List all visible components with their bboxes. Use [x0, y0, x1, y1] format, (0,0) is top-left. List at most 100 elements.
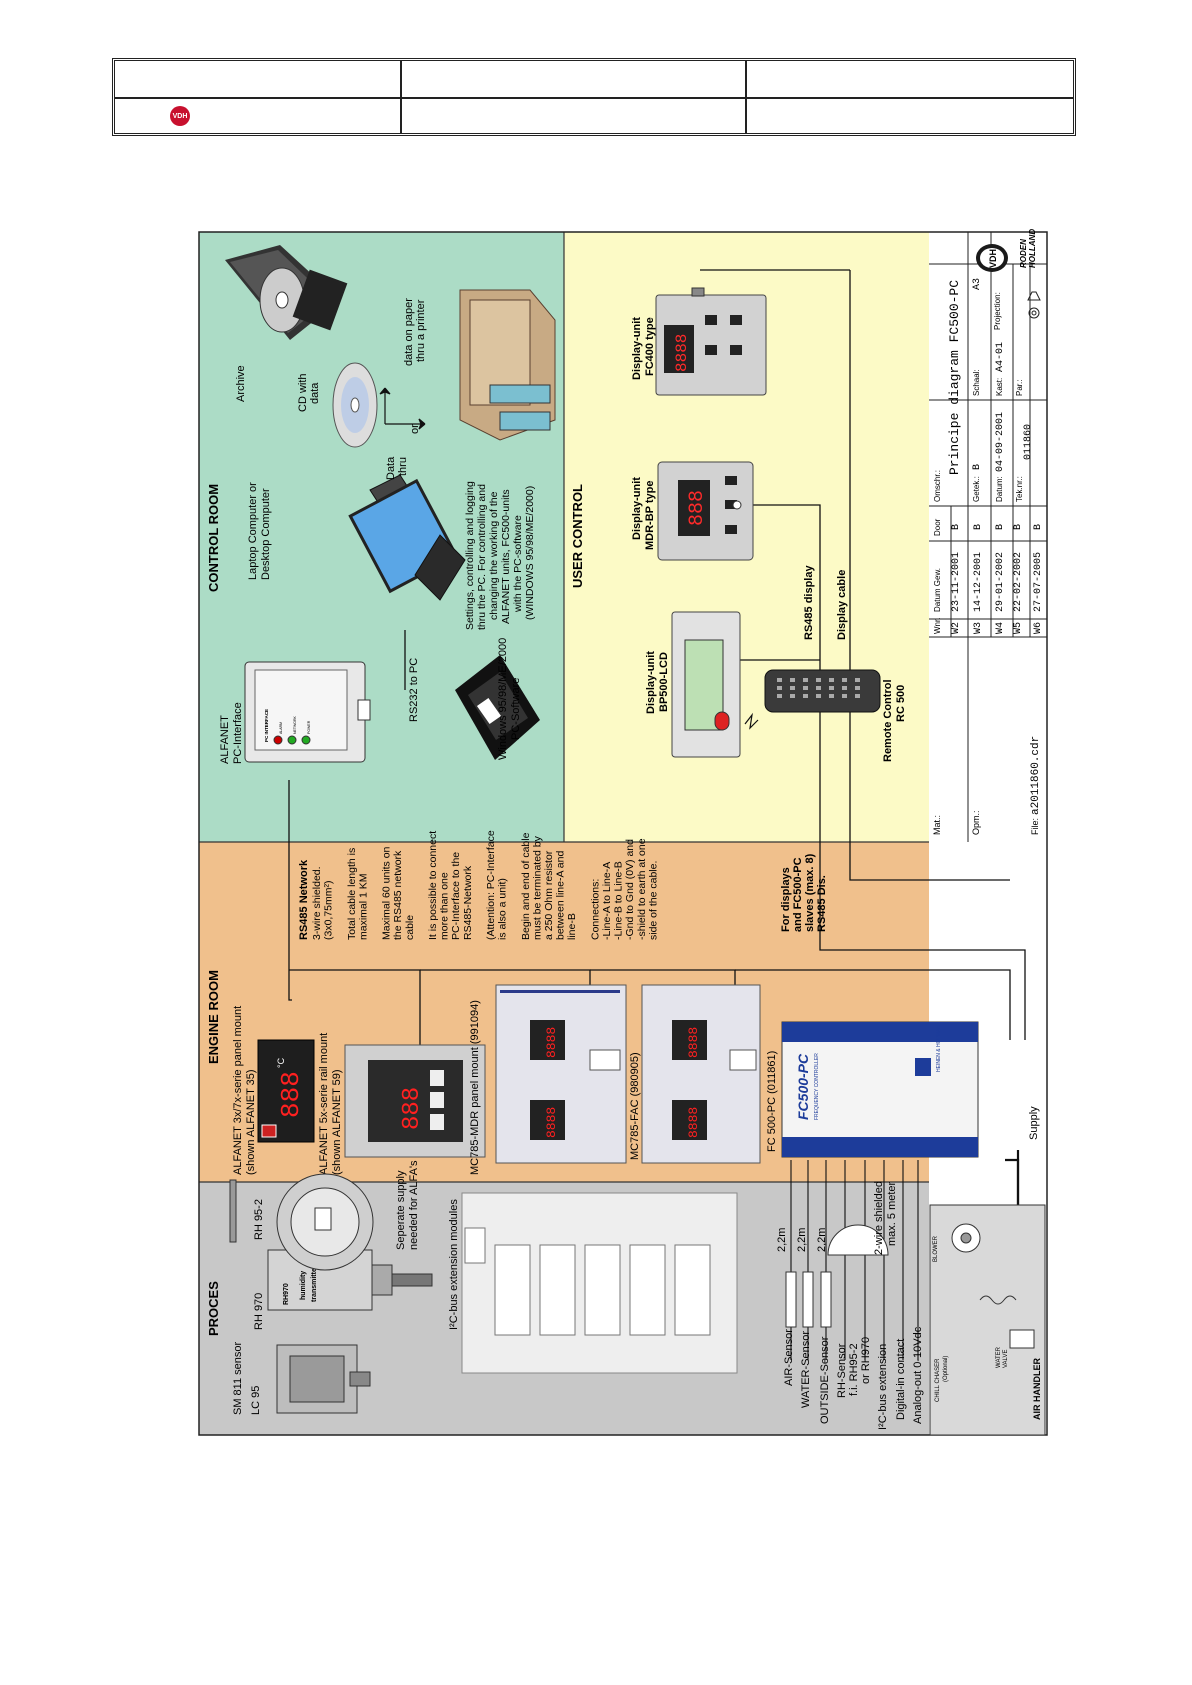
network-note-line: Begin and end of cable — [520, 832, 532, 940]
kast-label: Kast: — [995, 378, 1004, 396]
rh970-device-label: humidity — [300, 1271, 307, 1300]
vdh-company-logo: VDH RODEN HOLLAND — [976, 229, 1037, 272]
header-divider — [115, 97, 1073, 99]
air-handler-label: AIR HANDLER — [1032, 1358, 1042, 1420]
fc500-label: FC 500-PC (011861) — [766, 1051, 778, 1152]
i2c-extension-label: I²C-bus extension — [877, 1344, 889, 1430]
network-note-line: must be terminated by — [531, 835, 543, 940]
remote-label-2: RC 500 — [895, 685, 907, 722]
projection-label: Projection: — [993, 292, 1002, 330]
file-name: a2011860.cdr — [1030, 736, 1042, 815]
display-fc400: 8888 — [655, 287, 767, 396]
mc785fac-digits-2: 8888 — [686, 1027, 701, 1058]
title-logo-text: VDH — [988, 249, 998, 268]
revision-table: W223-11-2001BW314-12-2001BW429-01-2002BW… — [951, 524, 1044, 634]
for-displays-line: and FC500-PC — [792, 857, 804, 932]
i2c-modules-label: I²C-bus extension modules — [448, 1199, 460, 1330]
water-valve-label-1: WATER — [996, 1346, 1002, 1368]
rev-header-wnr: Wnr. — [933, 618, 942, 634]
network-note-line: 3-wire shielded. — [311, 866, 323, 940]
rh970-label: RH 970 — [253, 1293, 265, 1330]
settings-line: (WINDOWS 95/98/ME/2000) — [524, 486, 536, 620]
display-bp500 — [671, 611, 741, 758]
supply-label: Supply — [1028, 1106, 1040, 1140]
network-note-line: more than one — [439, 872, 451, 940]
water-sensor-label: WATER-Sensor — [800, 1331, 812, 1408]
rev-door: B — [995, 524, 1006, 530]
archive-label: Archive — [235, 365, 247, 402]
fc500-pc-unit: FC500-PC FREQUENCY CONTROLLER HEINEN & H… — [781, 1021, 979, 1158]
rev-header-datum: Datum Gew. — [933, 568, 942, 612]
analog-out-label: Analog-out 0-10Vdc — [912, 1326, 924, 1424]
alfanet3x-label-1: ALFANET 3x/7x-serie panel mount — [232, 1006, 244, 1175]
engine-room-title: ENGINE ROOM — [206, 970, 221, 1064]
rh970-device-label: RH970 — [283, 1283, 290, 1305]
water-valve-label-2: VALVE — [1003, 1350, 1009, 1368]
cd-label-2: data — [309, 382, 321, 404]
sensor-icons — [785, 1224, 889, 1328]
schaal-label: Schaal: — [972, 369, 981, 396]
network-note-line: PC-Interface to the — [450, 852, 462, 940]
archive-cd-box — [225, 245, 348, 340]
rs232-label: RS232 to PC — [408, 658, 420, 722]
fc500-maker: HEINEN & HOPMAN — [936, 1025, 942, 1072]
file-label: File: — [1030, 818, 1040, 835]
data-thru-label-2: thru — [397, 457, 409, 476]
projection-symbol-icon — [1027, 291, 1041, 319]
network-note-line: -Gnd to Gnd (0V) and — [624, 839, 636, 940]
title-block-grid — [929, 232, 1047, 842]
fc400-label-2: FC400 type — [644, 317, 656, 376]
laptop-computer — [348, 474, 466, 601]
length-air: 2,2m — [776, 1228, 788, 1252]
rev-door: B — [1013, 524, 1024, 530]
datum-label: Datum: — [995, 476, 1004, 502]
network-note-line: (3x0,75mm²) — [323, 880, 335, 940]
data-arrows — [379, 387, 426, 430]
network-note-line — [508, 937, 520, 940]
rev-wnr: W3 — [973, 622, 984, 634]
datum-value: 04-09-2001 — [995, 412, 1006, 472]
mc785-mdr-unit: 8888 8888 — [495, 984, 627, 1164]
network-title: RS485 Network — [298, 859, 310, 940]
rev-door: B — [1033, 524, 1044, 530]
mc785mdr-digits-1: 8888 — [544, 1107, 559, 1138]
input-labels: AIR-Sensor WATER-Sensor OUTSIDE-Sensor R… — [783, 1326, 924, 1430]
network-note-line: -Line-A to Line-A — [601, 862, 613, 940]
cd-label-1: CD with — [297, 373, 309, 412]
settings-text: Settings, controlling and logging thru t… — [464, 481, 536, 630]
vdh-logo: VDH — [170, 106, 190, 126]
header-table: VDH — [112, 58, 1076, 136]
two-wire-1: 2-wire shielded — [873, 1181, 885, 1255]
company-name-2: HOLLAND — [1028, 229, 1037, 268]
network-note-line: cable — [404, 915, 416, 940]
display-cable-label: Display cable — [836, 570, 848, 640]
mdr-label-1: Display-unit — [631, 477, 643, 540]
rh-sensor-label: RH-Sensor — [836, 1343, 848, 1398]
rs485-display-label: RS485 display — [803, 565, 815, 640]
getek-value: B — [972, 464, 983, 470]
mc785fac-digits-1: 8888 — [686, 1107, 701, 1138]
network-note-line: the RS485 network — [392, 850, 404, 940]
windows-label-2: PC-Software — [510, 678, 522, 740]
rev-wnr: W5 — [1013, 622, 1024, 634]
alfanet5x-label-1: ALFANET 5x-serie rail mount — [318, 1033, 330, 1175]
mc785fac-label: MC785-FAC (980905) — [629, 1052, 641, 1160]
getek-label: Getek.: — [972, 476, 981, 502]
opm-label: Opm.: — [971, 810, 981, 835]
remote-control-rc500 — [744, 669, 881, 730]
kast-value: A4-01 — [995, 342, 1006, 372]
mc785-fac-unit: 8888 8888 — [641, 984, 761, 1164]
for-displays-line: slaves (max. 8) — [804, 853, 816, 932]
fc400-digits: 8888 — [673, 334, 691, 372]
network-note-line — [415, 937, 427, 940]
settings-line: Settings, controlling and logging — [464, 481, 476, 630]
rh-sensor-alt: or RH970 — [860, 1337, 872, 1384]
mc785mdr-label: MC785-MDR panel mount (991094) — [469, 1000, 481, 1175]
network-note-line — [473, 937, 485, 940]
rh970-device-label: transmitter — [311, 1265, 318, 1302]
or-label: or — [409, 424, 421, 434]
supply-cable — [1005, 1150, 1020, 1205]
fc400-label-1: Display-unit — [631, 317, 643, 380]
pc-led-label-power: POWER — [307, 720, 311, 734]
settings-line: ALFANET units, FC500-units — [500, 489, 512, 624]
